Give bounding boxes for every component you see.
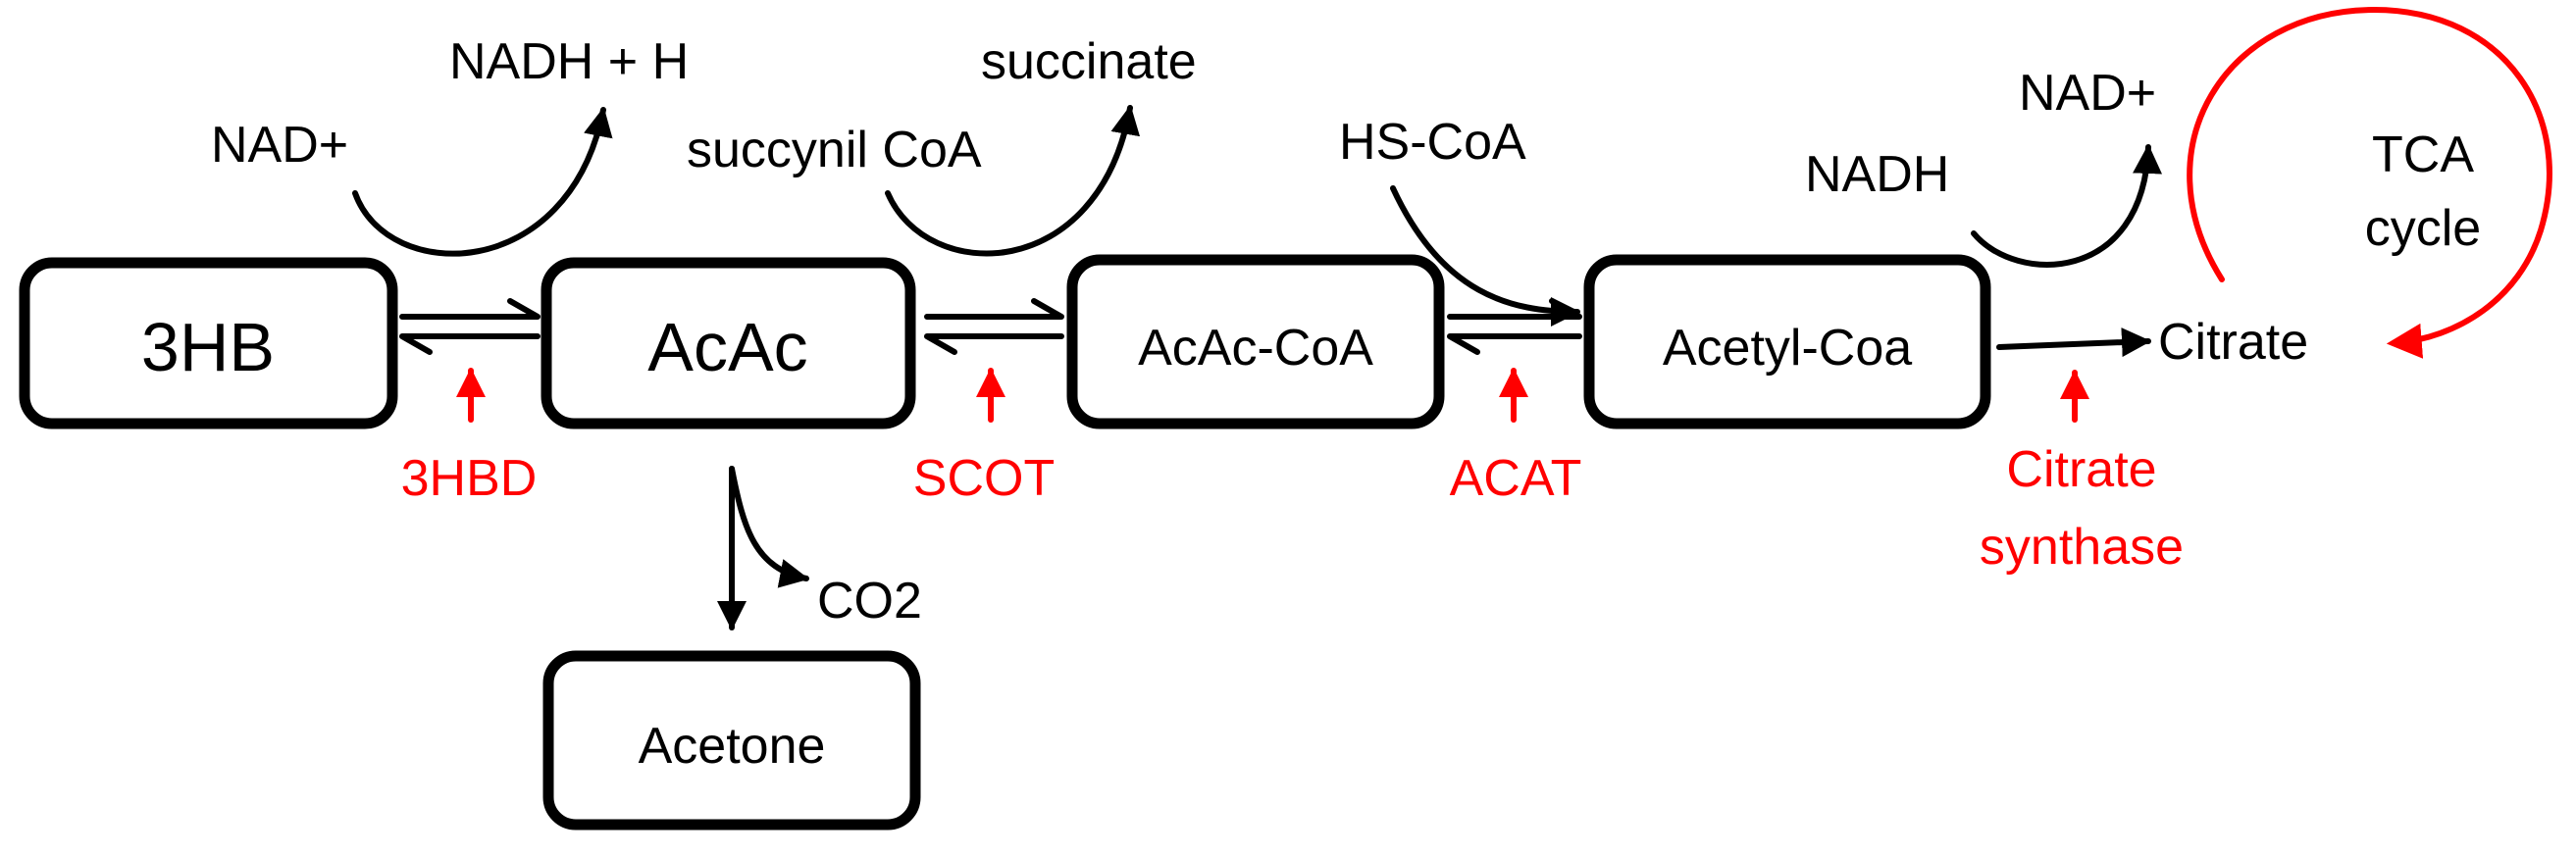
enzyme-citrate-synthase-line2: synthase	[1980, 519, 2184, 576]
arrow-hscoa-in	[1390, 185, 1580, 327]
arrow-co2-release	[729, 466, 809, 588]
node-acetone: Acetone	[542, 650, 921, 831]
cofactor-nadh-h: NADH + H	[449, 33, 689, 90]
arrow-nad-to-nadh	[352, 107, 613, 257]
enzyme-acat: ACAT	[1450, 450, 1582, 507]
node-acetyl-coa: Acetyl-Coa	[1583, 254, 1991, 429]
tca-cycle-loop	[2187, 7, 2552, 359]
cofactor-co2: CO2	[817, 573, 922, 629]
cofactor-nad-plus-2: NAD+	[2019, 65, 2156, 122]
tca-cycle-label-line1: TCA	[2372, 126, 2474, 183]
node-acac-coa-label: AcAc-CoA	[1138, 320, 1373, 377]
cofactor-succinyl-coa: succynil CoA	[687, 122, 982, 178]
arrow-succinylcoa-to-succinate	[885, 105, 1141, 257]
cofactor-hs-coa: HS-CoA	[1339, 114, 1526, 171]
node-3hb: 3HB	[19, 257, 398, 429]
arrow-acetylcoa-citrate	[1996, 327, 2151, 358]
node-acac-coa: AcAc-CoA	[1066, 254, 1445, 429]
node-citrate: Citrate	[2158, 314, 2308, 371]
cofactor-succinate: succinate	[981, 33, 1197, 90]
node-acac: AcAc	[541, 257, 916, 429]
node-acac-label: AcAc	[647, 309, 807, 385]
node-3hb-label: 3HB	[141, 309, 275, 385]
node-acetone-label: Acetone	[639, 718, 826, 775]
enzyme-scot: SCOT	[913, 450, 1055, 507]
enzyme-3hbd: 3HBD	[401, 450, 538, 507]
cofactor-nadh: NADH	[1805, 146, 1949, 203]
reversible-arrow-acac-acaccoa	[924, 298, 1064, 355]
enzyme-citrate-synthase-line1: Citrate	[2006, 441, 2156, 498]
arrow-nadh-to-nad	[1971, 144, 2163, 268]
reversible-arrow-3hb-acac	[399, 298, 541, 355]
tca-cycle-label-line2: cycle	[2365, 200, 2481, 257]
cofactor-nad-plus-1: NAD+	[211, 117, 348, 174]
node-acetyl-coa-label: Acetyl-Coa	[1663, 320, 1912, 377]
